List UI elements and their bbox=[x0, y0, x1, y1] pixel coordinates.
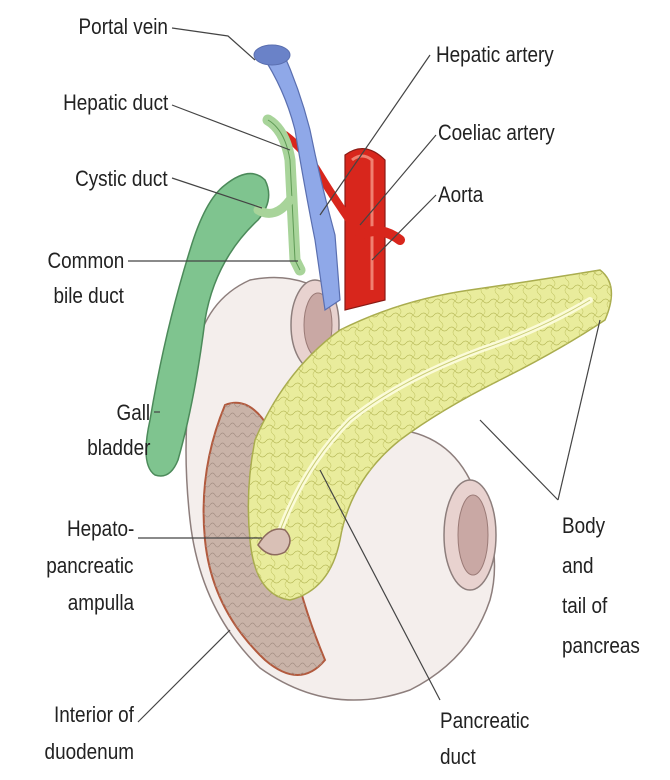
label-ampulla-line2: pancreatic bbox=[47, 551, 134, 580]
label-coeliac-artery: Coeliac artery bbox=[438, 118, 555, 147]
label-body-tail-line1: Body bbox=[562, 511, 605, 540]
label-common-bile-duct-line1: Common bbox=[47, 246, 124, 275]
label-common-bile-duct-line2: bile duct bbox=[54, 281, 124, 310]
label-pancreatic-duct-line1: Pancreatic bbox=[440, 706, 529, 735]
label-portal-vein: Portal vein bbox=[79, 12, 168, 41]
label-body-tail-line3: tail of bbox=[562, 591, 607, 620]
label-ampulla-line1: Hepato- bbox=[67, 514, 134, 543]
label-body-tail-line4: pancreas bbox=[562, 631, 640, 660]
label-hepatic-duct: Hepatic duct bbox=[63, 88, 168, 117]
label-body-tail-line2: and bbox=[562, 551, 594, 580]
label-interior-duodenum-line1: Interior of bbox=[54, 700, 134, 729]
label-hepatic-artery: Hepatic artery bbox=[436, 40, 554, 69]
label-gall-bladder-line2: bladder bbox=[87, 433, 150, 462]
label-ampulla-line3: ampulla bbox=[68, 588, 134, 617]
label-aorta: Aorta bbox=[438, 180, 483, 209]
label-pancreatic-duct-line2: duct bbox=[440, 742, 476, 771]
label-gall-bladder-line1: Gall bbox=[116, 398, 150, 427]
label-cystic-duct: Cystic duct bbox=[75, 164, 168, 193]
label-interior-duodenum-line2: duodenum bbox=[45, 737, 134, 766]
